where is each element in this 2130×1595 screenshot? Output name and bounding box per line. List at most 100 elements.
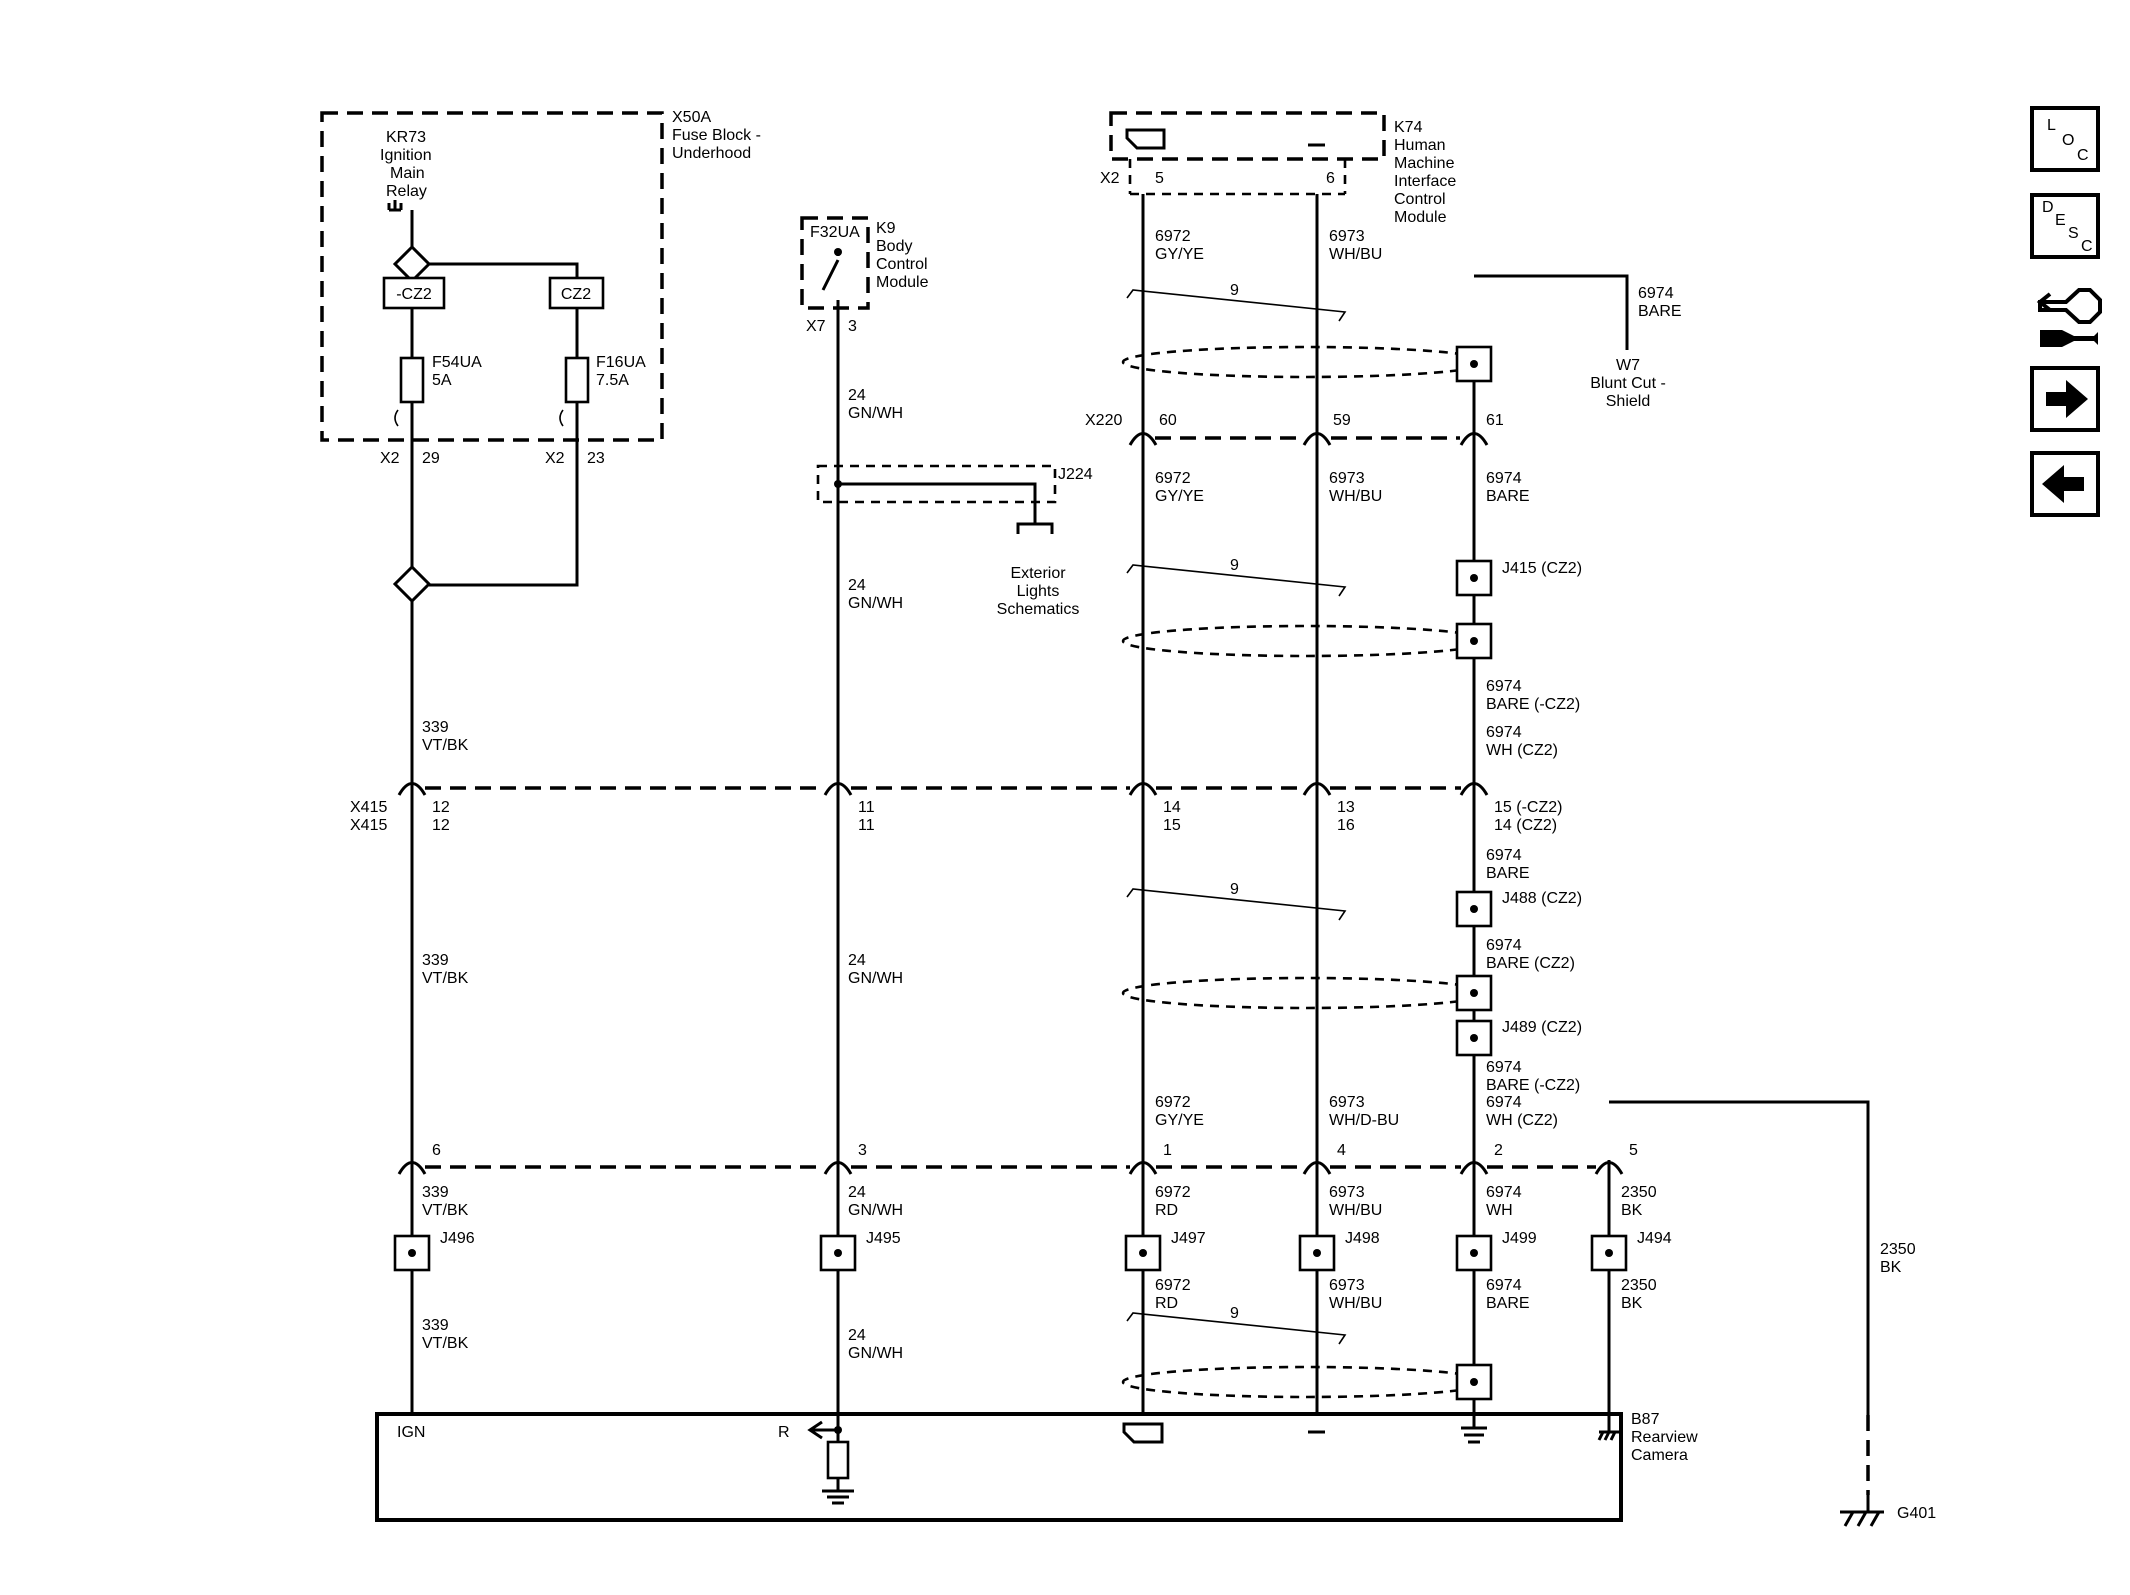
pin-x415-15: 15 bbox=[1163, 817, 1181, 834]
fuse-f32ua-label: F32UA bbox=[810, 224, 860, 241]
ref-schematics: Schematics bbox=[997, 601, 1080, 618]
loc-letter-o: O bbox=[2062, 132, 2074, 149]
wire-24-e: 24 bbox=[848, 1327, 866, 1344]
wire-6972-b: 6972 bbox=[1155, 470, 1191, 487]
previous-page-button[interactable] bbox=[2030, 451, 2100, 517]
ign-feed-wires bbox=[410, 440, 579, 587]
module-k74-name-5: Module bbox=[1394, 209, 1447, 226]
fuse-f16ua bbox=[564, 356, 590, 404]
wire-339-c: 339 bbox=[422, 1184, 449, 1201]
relay-output-b-label: CZ2 bbox=[561, 286, 591, 303]
camera-pin-r: R bbox=[778, 1424, 790, 1441]
pin-k74-6: 6 bbox=[1326, 170, 1335, 187]
pin-x220-61: 61 bbox=[1486, 412, 1504, 429]
loc-letter-c: C bbox=[2077, 147, 2089, 164]
wire-6974-i: 6974 bbox=[1486, 1277, 1522, 1294]
w7-shield-wire bbox=[1474, 274, 1629, 341]
wire-6974-g: 6974 bbox=[1486, 1094, 1522, 1111]
relay-output-a-label: -CZ2 bbox=[396, 286, 432, 303]
w7-id: W7 bbox=[1616, 357, 1640, 374]
wire-24-d: 24 bbox=[848, 1184, 866, 1201]
splice-blocks: J415 (CZ2) J488 (CZ2) J489 (CZ2) J496 J4… bbox=[393, 345, 1672, 1401]
splice-j495-label: J495 bbox=[866, 1230, 901, 1247]
description-button[interactable]: D E S C bbox=[2030, 193, 2100, 259]
wire-gnwh-a: GN/WH bbox=[848, 405, 903, 422]
wire-gnwh-c: GN/WH bbox=[848, 970, 903, 987]
wire-vtbk-b: VT/BK bbox=[422, 970, 469, 987]
splice-pack-j224: J224 Exterior Lights Schematics bbox=[816, 464, 1093, 618]
connector-wrench-icon[interactable] bbox=[2036, 288, 2102, 347]
arrow-left-icon bbox=[807, 1420, 838, 1440]
module-k74-id: K74 bbox=[1394, 119, 1423, 136]
wire-6972-e: 6972 bbox=[1155, 1277, 1191, 1294]
pin-x415-13: 13 bbox=[1337, 799, 1355, 816]
module-k74-name-2: Machine bbox=[1394, 155, 1455, 172]
wire-rd-d: RD bbox=[1155, 1202, 1178, 1219]
wire-6973-d: 6973 bbox=[1329, 1184, 1365, 1201]
pin-x220-60: 60 bbox=[1159, 412, 1177, 429]
wire-6973-a: 6973 bbox=[1329, 228, 1365, 245]
relay-name-1: Ignition bbox=[380, 147, 432, 164]
pin-x415-14-cz2: 14 (CZ2) bbox=[1494, 817, 1557, 834]
body-control-module-k9: F32UA K9 Body Control Module X7 3 bbox=[800, 216, 929, 335]
module-k74-name-3: Interface bbox=[1394, 173, 1456, 190]
pin-x415-11b: 11 bbox=[858, 817, 875, 834]
wire-bare-cz2-e: BARE (CZ2) bbox=[1486, 955, 1575, 972]
wire-339-d: 339 bbox=[422, 1317, 449, 1334]
wire-6972-d: 6972 bbox=[1155, 1184, 1191, 1201]
splice-j489-label: J489 (CZ2) bbox=[1502, 1019, 1582, 1036]
wire-6972-c: 6972 bbox=[1155, 1094, 1191, 1111]
wire-gnwh-b: GN/WH bbox=[848, 595, 903, 612]
splice-j494-label: J494 bbox=[1637, 1230, 1672, 1247]
relay-name-3: Relay bbox=[386, 183, 427, 200]
hmi-control-module-k74: K74 Human Machine Interface Control Modu… bbox=[1100, 111, 1456, 226]
wire-6974-h: 6974 bbox=[1486, 1184, 1522, 1201]
ref-exterior: Exterior bbox=[1010, 565, 1066, 582]
wire-2350-c: 2350 bbox=[1880, 1241, 1916, 1258]
relay-wires bbox=[410, 210, 579, 281]
pin-cam-4: 4 bbox=[1337, 1142, 1346, 1159]
module-k74-name-4: Control bbox=[1394, 191, 1446, 208]
relay-diamond bbox=[392, 244, 432, 284]
splice-j496-label: J496 bbox=[440, 1230, 475, 1247]
next-page-button[interactable] bbox=[2030, 366, 2100, 432]
fuse-f54ua bbox=[399, 356, 425, 404]
relay-terminal bbox=[387, 200, 403, 212]
wire-6974-d: 6974 bbox=[1486, 847, 1522, 864]
pin-x220-59: 59 bbox=[1333, 412, 1351, 429]
splice-j488-label: J488 (CZ2) bbox=[1502, 890, 1582, 907]
fuse-f54ua-label: F54UA bbox=[432, 354, 482, 371]
camera-name-2: Camera bbox=[1631, 1447, 1688, 1464]
pin-x415-12b: 12 bbox=[432, 817, 450, 834]
pin-29: 29 bbox=[422, 450, 440, 467]
wire-bare-d: BARE bbox=[1486, 865, 1530, 882]
k9-switch bbox=[821, 252, 840, 308]
pin-k74-5: 5 bbox=[1155, 170, 1164, 187]
connector-k74-x2: X2 bbox=[1100, 170, 1120, 187]
ign-splice-diamond bbox=[392, 564, 432, 604]
connector-x2-b: X2 bbox=[545, 450, 565, 467]
wire-whbu-a: WH/BU bbox=[1329, 246, 1382, 263]
wire-24-a: 24 bbox=[848, 387, 866, 404]
location-button[interactable]: L O C bbox=[2030, 106, 2100, 172]
wire-gnwh-e: GN/WH bbox=[848, 1345, 903, 1362]
wire-whbu-e: WH/BU bbox=[1329, 1295, 1382, 1312]
wire-339-a: 339 bbox=[422, 719, 449, 736]
wire-bare-ncz2-b: BARE (-CZ2) bbox=[1486, 696, 1580, 713]
camera-pin-ign: IGN bbox=[397, 1424, 425, 1441]
pin-cam-3: 3 bbox=[858, 1142, 867, 1159]
pin-cam-6: 6 bbox=[432, 1142, 441, 1159]
module-k9-id: K9 bbox=[876, 220, 896, 237]
wire-wh-cz2-g: WH (CZ2) bbox=[1486, 1112, 1558, 1129]
fuse-f16ua-label: F16UA bbox=[596, 354, 646, 371]
splice-j499-label: J499 bbox=[1502, 1230, 1537, 1247]
video-signal-icon bbox=[1125, 128, 1166, 150]
pin-cam-1: 1 bbox=[1163, 1142, 1172, 1159]
pin-x7-3: 3 bbox=[848, 318, 857, 335]
wire-bare-ncz2-f: BARE (-CZ2) bbox=[1486, 1077, 1580, 1094]
pin-cam-5: 5 bbox=[1629, 1142, 1638, 1159]
wire-24-c: 24 bbox=[848, 952, 866, 969]
module-k9-name-2: Control bbox=[876, 256, 928, 273]
wire-6972-a: 6972 bbox=[1155, 228, 1191, 245]
pin-x415-12a: 12 bbox=[432, 799, 450, 816]
